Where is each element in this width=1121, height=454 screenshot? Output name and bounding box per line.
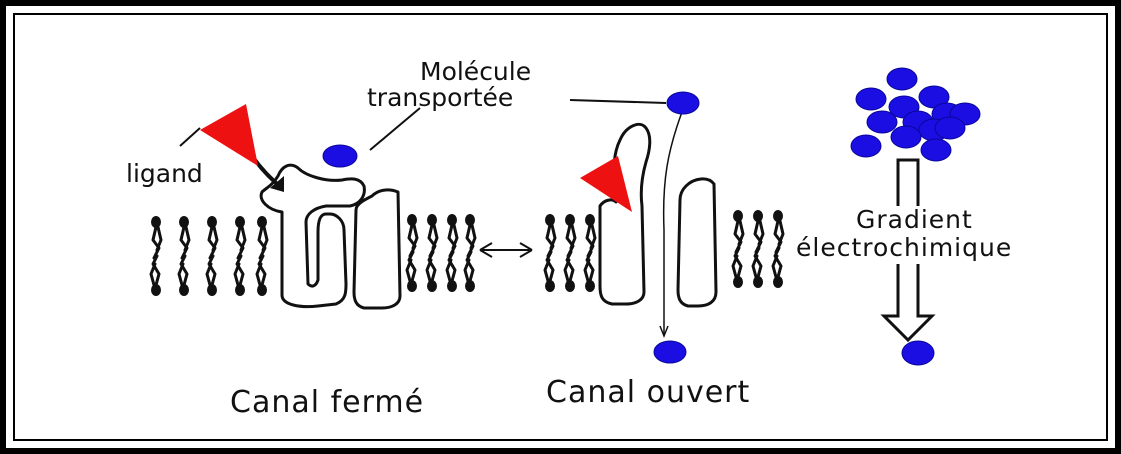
lipid-tail	[257, 264, 261, 285]
lipid-tail	[427, 260, 431, 281]
open-channel-group	[545, 92, 783, 363]
closed-channel-right-subunit	[354, 190, 400, 308]
molecule-cluster	[851, 68, 980, 161]
lipid-tail	[157, 227, 161, 250]
lipid-tail	[413, 225, 417, 248]
ligand-triangle-free	[200, 104, 258, 166]
lipid-tail	[753, 256, 757, 277]
cluster-molecule	[891, 126, 921, 148]
cluster-molecule	[856, 88, 886, 110]
molecule-label-leader-1	[370, 108, 420, 150]
lipid-tail	[585, 260, 589, 281]
molecule-gradient-bottom	[902, 341, 934, 365]
lipid-tail	[433, 225, 437, 248]
lipid-tail	[241, 227, 245, 250]
lipid-tail	[207, 264, 211, 285]
lipid-tail	[565, 260, 569, 281]
cluster-molecule	[921, 139, 951, 161]
molecule-label-line2: transportée	[367, 83, 513, 112]
lipid-tail	[471, 225, 475, 248]
lipid-tail	[213, 227, 217, 250]
lipid-bilayer-left	[151, 216, 267, 296]
lipid-tail	[407, 260, 411, 281]
closed-channel-label: Canal fermé	[230, 385, 424, 420]
molecule-open-top	[667, 92, 699, 114]
lipid-tail	[179, 264, 183, 285]
molecule-open-bottom	[654, 341, 686, 363]
gradient-label-line1: Gradient	[856, 205, 973, 234]
equilibrium-arrow	[480, 243, 532, 257]
lipid-tail	[465, 260, 469, 281]
lipid-tail	[185, 227, 189, 250]
cluster-molecule	[851, 135, 881, 157]
lipid-tail	[263, 227, 267, 250]
open-channel-right-subunit	[678, 179, 716, 306]
molecule-floating	[323, 145, 357, 167]
lipid-bilayer-middle-right	[545, 214, 595, 292]
molecule-label-leader-2	[570, 100, 666, 103]
ligand-label-leader	[180, 128, 200, 146]
lipid-tail	[773, 256, 777, 277]
lipid-tail	[545, 260, 549, 281]
lipid-tail	[453, 225, 457, 248]
lipid-tail	[591, 225, 595, 248]
lipid-bilayer-middle-left	[407, 214, 475, 292]
open-channel-left-subunit	[600, 124, 650, 304]
lipid-tail	[551, 225, 555, 248]
lipid-tail	[759, 221, 763, 244]
lipid-tail	[779, 221, 783, 244]
closed-channel-group	[151, 104, 475, 308]
lipid-tail	[739, 221, 743, 244]
lipid-tail	[447, 260, 451, 281]
ligand-label: ligand	[126, 159, 203, 188]
cluster-molecule	[867, 111, 897, 133]
molecule-label-line1: Molécule	[420, 57, 531, 86]
cluster-molecule	[887, 68, 917, 90]
lipid-tail	[571, 225, 575, 248]
lipid-tail	[733, 256, 737, 277]
lipid-tail	[151, 264, 155, 285]
lipid-tail	[235, 264, 239, 285]
open-channel-label: Canal ouvert	[546, 375, 750, 410]
lipid-bilayer-right	[733, 210, 783, 288]
cluster-molecule	[935, 117, 965, 139]
gradient-label-line2: électrochimique	[796, 233, 1012, 262]
